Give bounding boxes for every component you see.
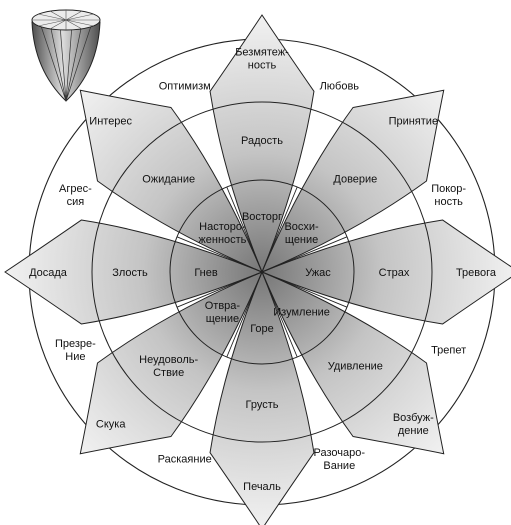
label-dyad-disappointment-line: Разочаро-	[314, 447, 366, 459]
label-dyad-aggressiveness: Агрес-сия	[59, 183, 92, 208]
sector-divider	[176, 236, 263, 273]
label-inner-anticipation-line: женность	[198, 234, 246, 246]
petal-surprise	[261, 271, 445, 455]
label-outer-joy: Безмятеж-ность	[235, 47, 289, 72]
label-dyad-love-line: Любовь	[320, 80, 360, 92]
petal-joy	[209, 14, 315, 274]
label-inner-joy: Восторг	[242, 211, 282, 223]
label-middle-sadness-line: Грусть	[246, 399, 279, 411]
label-inner-trust-line: щение	[285, 234, 318, 246]
label-middle-disgust: Неудоволь-Ствие	[139, 354, 198, 379]
label-dyad-awe-line: Трепет	[431, 344, 466, 356]
label-middle-anticipation-line: Ожидание	[142, 174, 195, 186]
label-outer-fear: Тревога	[456, 267, 497, 279]
label-dyad-submission: Покор-ность	[431, 183, 466, 208]
label-dyad-submission-line: Покор-	[431, 183, 466, 195]
label-inner-surprise: Изумление	[273, 307, 330, 319]
label-outer-anticipation-line: Интерес	[89, 116, 132, 128]
label-dyad-contempt-line: Ние	[65, 351, 85, 363]
sector-divider	[261, 186, 298, 273]
label-middle-anger: Злость	[112, 267, 148, 279]
petal-disgust	[79, 271, 263, 455]
label-inner-anger-line: Гнев	[194, 267, 218, 279]
label-outer-disgust-line: Скука	[96, 418, 126, 430]
label-outer-trust-line: Принятие	[389, 116, 439, 128]
label-inner-anger: Гнев	[194, 267, 218, 279]
label-outer-anticipation: Интерес	[89, 116, 132, 128]
label-outer-surprise-line: дение	[398, 425, 429, 437]
label-middle-trust-line: Доверие	[333, 174, 377, 186]
sector-divider	[261, 271, 348, 308]
label-inner-disgust-line: щение	[206, 313, 239, 325]
label-dyad-optimism-line: Оптимизм	[159, 80, 211, 92]
label-dyad-disappointment: Разочаро-Вание	[314, 447, 366, 472]
label-dyad-contempt-line: Презре-	[55, 338, 96, 350]
label-dyad-submission-line: ность	[434, 196, 463, 208]
label-outer-surprise: Возбуж-дение	[393, 412, 434, 437]
label-inner-sadness-line: Горе	[250, 323, 274, 335]
label-dyad-love: Любовь	[320, 80, 360, 92]
sector-divider	[226, 271, 263, 358]
label-middle-sadness: Грусть	[246, 399, 279, 411]
label-middle-joy-line: Радость	[241, 135, 283, 147]
petal-anticipation	[79, 89, 263, 273]
middle-ring	[91, 101, 433, 443]
label-dyad-disappointment-line: Вание	[323, 460, 355, 472]
label-middle-anticipation: Ожидание	[142, 174, 195, 186]
label-middle-trust: Доверие	[333, 174, 377, 186]
wheel-shapes	[4, 14, 511, 525]
label-outer-anger: Досада	[29, 267, 68, 279]
label-middle-surprise-line: Удивление	[328, 360, 383, 372]
label-middle-surprise: Удивление	[328, 360, 383, 372]
label-inner-sadness: Горе	[250, 323, 274, 335]
sector-divider	[176, 271, 263, 308]
label-dyad-contempt: Презре-Ние	[55, 338, 96, 363]
label-dyad-remorse-line: Раскаяние	[158, 454, 212, 466]
label-dyad-remorse: Раскаяние	[158, 454, 212, 466]
label-outer-trust: Принятие	[389, 116, 439, 128]
label-middle-fear: Страх	[379, 267, 410, 279]
label-inner-fear-line: Ужас	[305, 267, 331, 279]
inner-ring	[169, 179, 355, 365]
label-middle-disgust-line: Неудоволь-	[139, 354, 198, 366]
sector-divider	[261, 271, 298, 358]
petal-trust	[261, 89, 445, 273]
petal-sadness	[209, 270, 315, 525]
emotion-cone-icon	[31, 9, 101, 102]
label-outer-surprise-line: Возбуж-	[393, 412, 434, 424]
label-dyad-optimism: Оптимизм	[159, 80, 211, 92]
label-inner-anticipation-line: Насторо-	[199, 221, 246, 233]
label-dyad-awe: Трепет	[431, 344, 466, 356]
label-outer-joy-line: Безмятеж-	[235, 47, 289, 59]
petal-anger	[4, 219, 264, 325]
label-dyad-aggressiveness-line: сия	[67, 196, 85, 208]
label-outer-disgust: Скука	[96, 418, 126, 430]
label-middle-disgust-line: Ствие	[153, 367, 184, 379]
label-inner-fear: Ужас	[305, 267, 331, 279]
sector-divider	[226, 186, 263, 273]
label-dyad-aggressiveness-line: Агрес-	[59, 183, 92, 195]
wheel-labels: Безмятеж-ностьРадостьВосторгПринятиеДове…	[29, 47, 497, 494]
label-outer-joy-line: ность	[248, 60, 277, 72]
label-outer-fear-line: Тревога	[456, 267, 497, 279]
label-middle-fear-line: Страх	[379, 267, 410, 279]
sector-divider	[261, 236, 348, 273]
petal-fear	[260, 219, 511, 325]
label-middle-anger-line: Злость	[112, 267, 148, 279]
label-inner-disgust: Отвра-щение	[205, 300, 241, 325]
label-outer-sadness: Печаль	[243, 481, 281, 493]
label-middle-joy: Радость	[241, 135, 283, 147]
label-inner-trust-line: Восхи-	[284, 221, 319, 233]
label-inner-anticipation: Насторо-женность	[198, 221, 246, 246]
label-inner-surprise-line: Изумление	[273, 307, 330, 319]
label-outer-anger-line: Досада	[29, 267, 68, 279]
label-inner-joy-line: Восторг	[242, 211, 282, 223]
label-outer-sadness-line: Печаль	[243, 481, 281, 493]
label-inner-trust: Восхи-щение	[284, 221, 319, 246]
label-inner-disgust-line: Отвра-	[205, 300, 241, 312]
